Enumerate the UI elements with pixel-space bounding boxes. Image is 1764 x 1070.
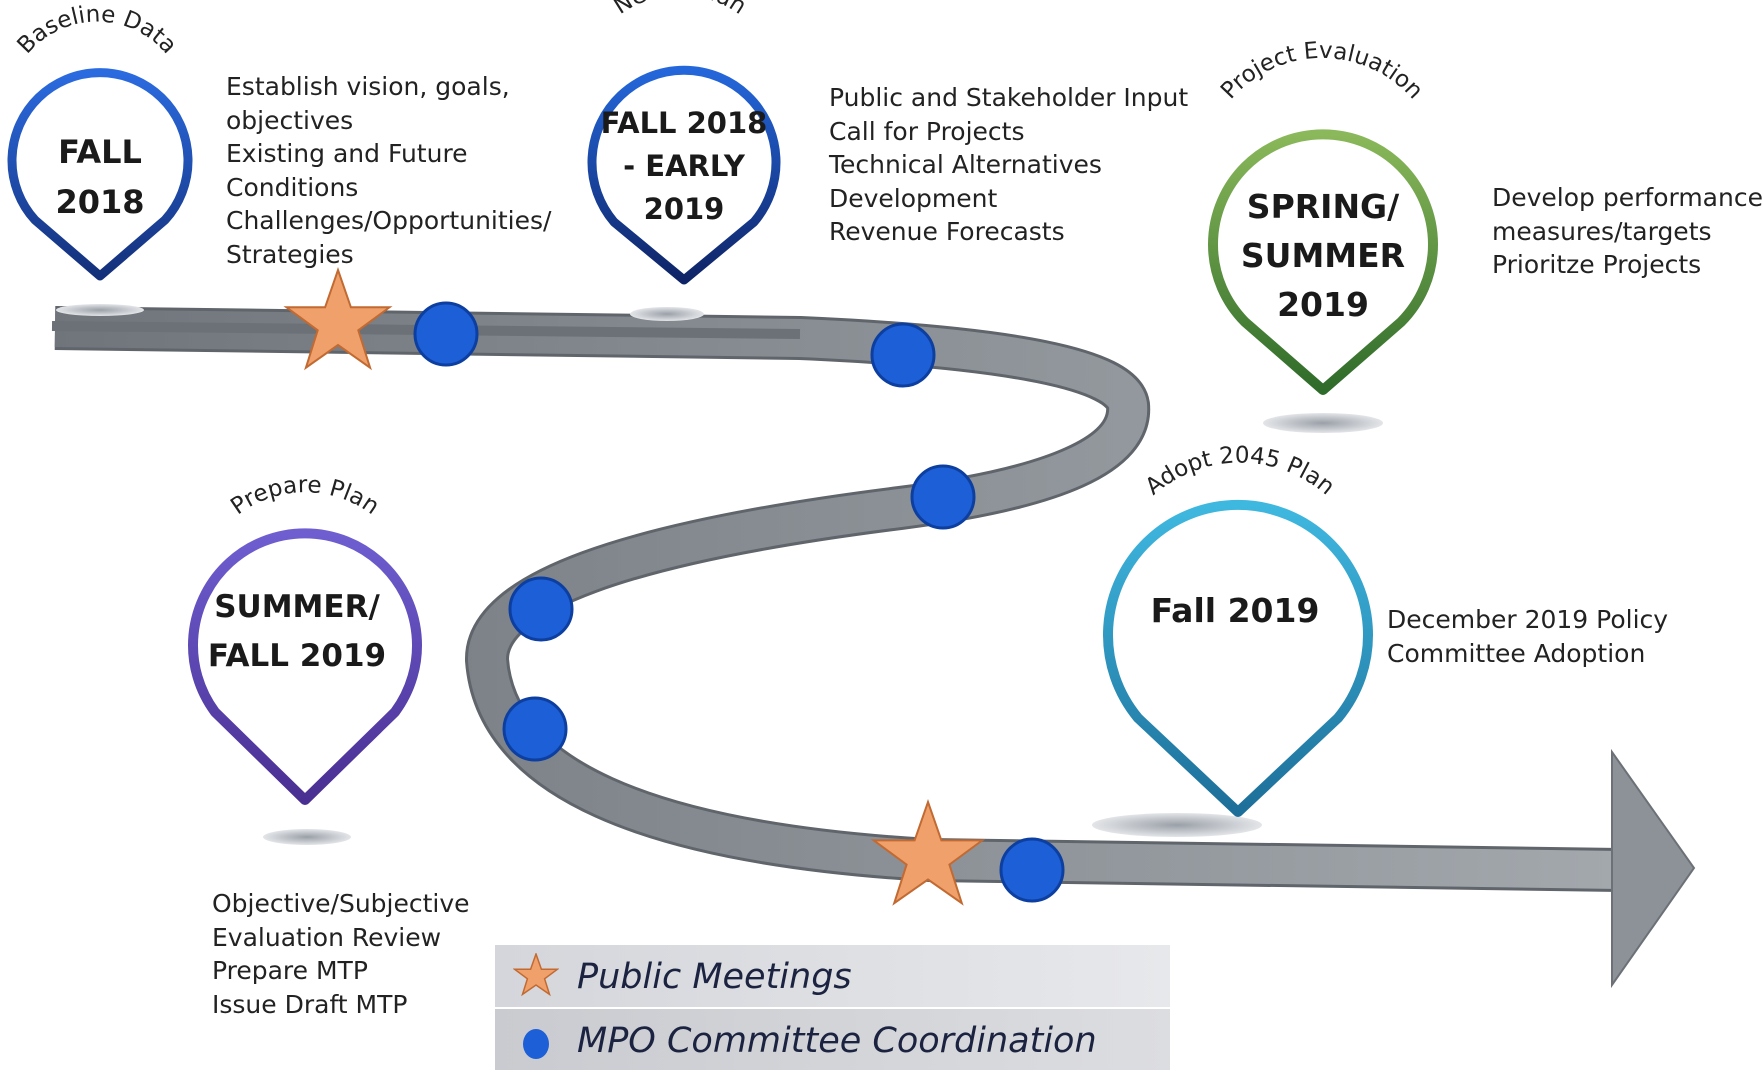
pin-period-label: Fall 2019 xyxy=(1151,591,1320,630)
stage-title: Needs Plan xyxy=(609,0,751,20)
legend-label: MPO Committee Coordination xyxy=(577,1021,1097,1061)
pin-period-label: SPRING/ xyxy=(1247,187,1400,226)
stage-title: Adopt 2045 Plan xyxy=(1141,443,1340,501)
pin-project-evaluation xyxy=(1208,129,1438,395)
mpo-coordination-markers xyxy=(413,301,1065,903)
marker-shadow xyxy=(1092,813,1262,837)
pin-baseline-data xyxy=(7,68,193,281)
public-meeting-star xyxy=(283,266,393,371)
mpo-coordination-dot xyxy=(870,322,936,388)
pin-period-label: FALL xyxy=(58,133,142,171)
mpo-coordination-dot xyxy=(413,301,479,367)
pin-period-label: 2019 xyxy=(644,192,725,226)
stage-description: December 2019 Policy Committee Adoption xyxy=(1387,605,1669,668)
legend-label: Public Meetings xyxy=(577,957,852,997)
marker-shadow xyxy=(630,307,704,321)
star-icon xyxy=(513,953,559,997)
legend-item-mpo-coordination: MPO Committee Coordination xyxy=(495,1009,1170,1070)
pin-prepare-plan xyxy=(188,528,422,805)
legend-item-public-meetings: Public Meetings xyxy=(495,945,1170,1007)
stage-description: Public and Stakeholder Input Call for Pr… xyxy=(829,83,1189,246)
pin-period-label: - EARLY xyxy=(623,149,746,183)
mpo-coordination-dot xyxy=(999,837,1065,903)
pin-adopt-plan xyxy=(1103,499,1373,817)
marker-shadow xyxy=(1263,413,1383,433)
marker-shadow xyxy=(56,304,144,316)
stage-title: Baseline Data xyxy=(13,1,182,58)
mpo-coordination-dot xyxy=(910,464,976,530)
pin-period-label: FALL 2018 xyxy=(601,106,768,140)
pin-period-label: 2018 xyxy=(55,183,144,221)
stage-title: Project Evaluation xyxy=(1216,38,1428,104)
legend: Public Meetings MPO Committee Coordinati… xyxy=(495,945,1170,1070)
stage-description: Establish vision, goals, objectives Exis… xyxy=(226,72,552,269)
dot-icon xyxy=(523,1029,549,1059)
road-arrowhead xyxy=(1611,748,1696,989)
stage-description: Develop performance measures/targets Pri… xyxy=(1492,183,1763,279)
mpo-coordination-dot xyxy=(502,696,568,762)
public-meeting-markers xyxy=(283,266,986,906)
public-meeting-star xyxy=(870,798,986,906)
stage-title: Prepare Plan xyxy=(226,472,383,520)
stage-description: Objective/Subjective Evaluation Review P… xyxy=(212,889,470,1019)
pin-period-label: SUMMER/ xyxy=(214,589,380,625)
mpo-coordination-dot xyxy=(508,576,574,642)
marker-shadow xyxy=(263,829,351,845)
pin-needs-plan xyxy=(587,65,781,285)
pin-period-label: SUMMER xyxy=(1241,236,1405,275)
pin-period-label: 2019 xyxy=(1277,285,1369,324)
pin-period-label: FALL 2019 xyxy=(208,638,386,674)
marker-shadows xyxy=(56,304,1383,845)
